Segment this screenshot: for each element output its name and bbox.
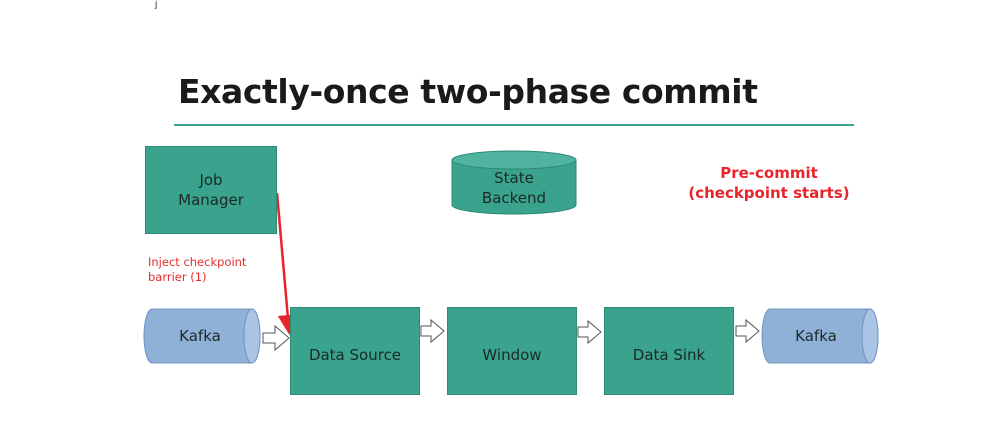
kafka-sink-cylinder (761, 308, 879, 364)
job-manager-box: Job Manager (145, 146, 277, 234)
inject-barrier-annotation: Inject checkpoint barrier (1) (148, 255, 247, 284)
data-sink-box: Data Sink (604, 307, 734, 395)
window-label: Window (482, 346, 542, 364)
state-backend-label: State Backend (481, 169, 547, 207)
title-underline (174, 124, 854, 126)
flow-arrow-kafka-to-source (262, 324, 290, 352)
kafka-sink-label: Kafka (795, 327, 837, 345)
flow-arrow-window-to-sink (577, 319, 602, 345)
window-box: Window (447, 307, 577, 395)
pre-commit-annotation: Pre-commit (checkpoint starts) (688, 164, 850, 202)
kafka-source-label: Kafka (179, 327, 221, 345)
flow-arrow-sink-to-kafka (735, 318, 760, 344)
top-mark: j (155, 0, 158, 10)
state-backend-cylinder (451, 150, 577, 215)
job-manager-label: Job Manager (178, 171, 244, 209)
data-sink-label: Data Sink (632, 346, 706, 364)
data-source-box: Data Source (290, 307, 420, 395)
slide-title: Exactly-once two-phase commit (178, 72, 758, 111)
data-source-label: Data Source (308, 346, 402, 364)
barrier-arrow (275, 192, 298, 335)
kafka-source-cylinder (143, 308, 261, 364)
flow-arrow-source-to-window (420, 318, 445, 344)
